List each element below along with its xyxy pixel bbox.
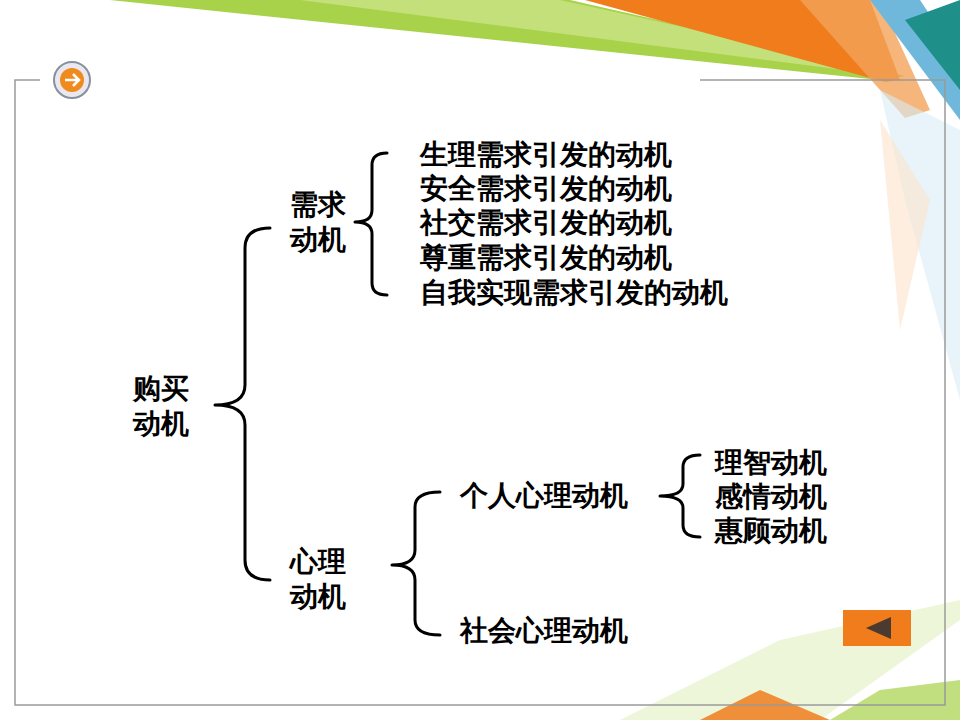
need-brace (355, 153, 387, 295)
item-label: 社交需求引发的动机 (420, 205, 672, 240)
item-label: 自我实现需求引发的动机 (420, 275, 728, 310)
category-label: 需求 动机 (290, 187, 352, 257)
pale-blue-shape (880, 90, 960, 400)
personal-brace (660, 455, 700, 537)
subcategory-label: 个人心理动机 (460, 478, 628, 513)
back-triangle (866, 617, 891, 639)
nav-arrow (65, 74, 79, 86)
nav-icon-core (60, 68, 84, 92)
category-label: 心理 动机 (290, 544, 352, 614)
pale-orange-shape (880, 120, 930, 330)
bottom-stripe (620, 600, 960, 720)
subcategory-label: 社会心理动机 (460, 613, 628, 648)
item-label: 惠顾动机 (715, 513, 827, 548)
main-brace (215, 228, 270, 580)
item-label: 感情动机 (715, 479, 827, 514)
teal-corner (905, 0, 960, 90)
root-label: 购买 动机 (133, 371, 195, 441)
back-button (843, 610, 911, 646)
item-label: 理智动机 (715, 445, 827, 480)
item-label: 生理需求引发的动机 (420, 137, 672, 172)
item-label: 安全需求引发的动机 (420, 171, 672, 206)
item-label: 尊重需求引发的动机 (420, 240, 672, 275)
nav-icon (54, 62, 90, 98)
bottom-green-stripe (830, 680, 960, 720)
slide-frame (15, 80, 945, 705)
psych-brace (392, 492, 440, 635)
